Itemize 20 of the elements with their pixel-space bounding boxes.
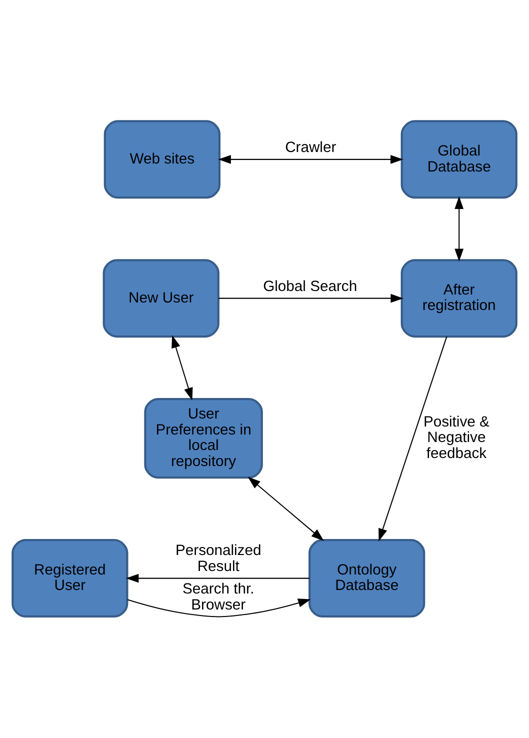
edge-label: Positive & Negative feedback: [423, 414, 490, 462]
edge-label: Personalized Result: [176, 543, 262, 576]
arrow: [126, 574, 310, 583]
node-box: Ontology Database: [308, 539, 426, 618]
node-box: User Preferences in local repository: [144, 398, 263, 479]
arrow: [378, 336, 448, 542]
edge-label: Search thr. Browser: [182, 581, 254, 614]
edge-label: Global Search: [263, 279, 358, 296]
node-box: After registration: [400, 259, 518, 338]
arrow: [454, 196, 464, 262]
node-box: Web sites: [104, 120, 220, 199]
arrow: [127, 598, 311, 618]
arrow: [218, 154, 404, 164]
node-box: Global Database: [400, 120, 518, 199]
arrow: [172, 335, 193, 400]
arrow: [248, 476, 324, 542]
node-box: New User: [102, 259, 220, 338]
node-box: Registered User: [12, 539, 128, 618]
arrow: [218, 294, 404, 303]
edge-label: Crawler: [285, 140, 336, 156]
